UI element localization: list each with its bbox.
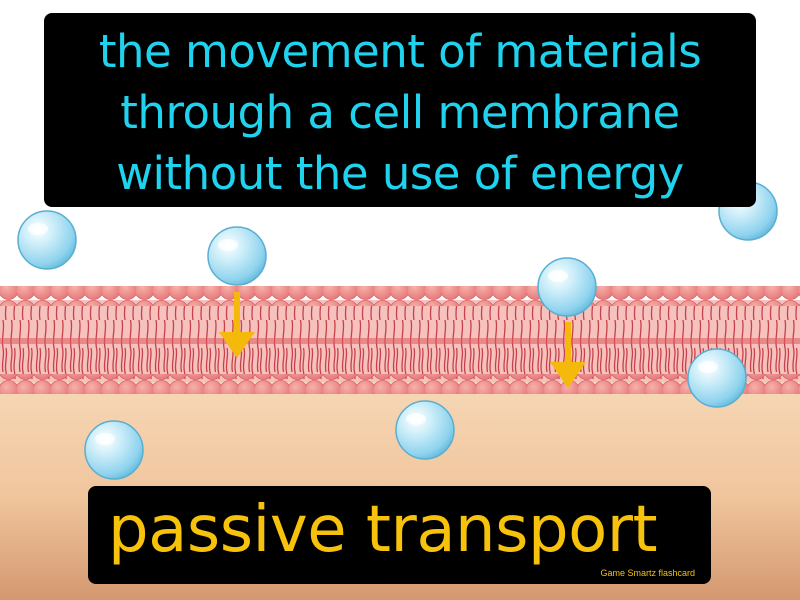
term-title: passive transport: [108, 493, 658, 567]
definition-line: through a cell membrane: [120, 86, 680, 139]
cell-membrane: [0, 286, 800, 394]
molecule-icon: [207, 226, 267, 286]
term-box: passive transport Game Smartz flashcard: [88, 486, 711, 584]
molecule-icon: [687, 348, 747, 408]
definition-line: without the use of energy: [116, 147, 684, 200]
molecule-icon: [17, 210, 77, 270]
brand-label: Game Smartz flashcard: [600, 568, 695, 578]
molecule-icon: [84, 420, 144, 480]
molecule-icon: [537, 257, 597, 317]
downward-arrow-icon: [550, 322, 586, 388]
definition-box: the movement of materials through a cell…: [44, 13, 756, 207]
definition-line: the movement of materials: [98, 25, 702, 78]
downward-arrow-icon: [219, 292, 255, 358]
molecule-icon: [395, 400, 455, 460]
